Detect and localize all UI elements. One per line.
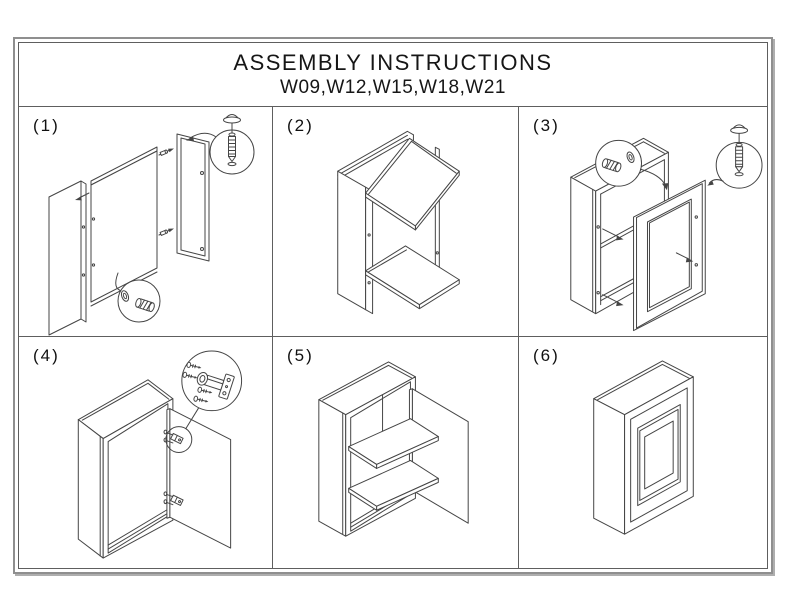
step-6-illustration (593, 360, 694, 535)
step-2-illustration (337, 130, 460, 315)
step-label-5: (5) (287, 346, 314, 365)
step-panel-4: (4) (19, 336, 272, 568)
inner-frame: ASSEMBLY INSTRUCTIONS W09,W12,W15,W18,W2… (18, 42, 768, 569)
step-label-1: (1) (33, 116, 60, 135)
step-4-illustration (77, 350, 243, 559)
step-panel-2: (2) (272, 107, 518, 336)
step-panel-3: (3) (518, 107, 767, 336)
step-3-illustration (570, 124, 763, 332)
step-label-6: (6) (533, 346, 560, 365)
page-title: ASSEMBLY INSTRUCTIONS (233, 50, 553, 75)
model-numbers: W09,W12,W15,W18,W21 (280, 77, 506, 98)
step-label-3: (3) (533, 116, 560, 135)
instruction-sheet: ASSEMBLY INSTRUCTIONS W09,W12,W15,W18,W2… (13, 37, 773, 574)
steps-grid: (1) (19, 107, 767, 568)
step-label-2: (2) (287, 116, 314, 135)
step-label-4: (4) (33, 346, 60, 365)
sheet-header: ASSEMBLY INSTRUCTIONS W09,W12,W15,W18,W2… (19, 43, 767, 107)
step-panel-6: (6) (518, 336, 767, 568)
step-1-illustration (48, 114, 255, 336)
step-panel-5: (5) (272, 336, 518, 568)
step-panel-1: (1) (19, 107, 272, 336)
hinge-detail-icon (196, 371, 235, 400)
step-5-illustration (318, 361, 469, 537)
